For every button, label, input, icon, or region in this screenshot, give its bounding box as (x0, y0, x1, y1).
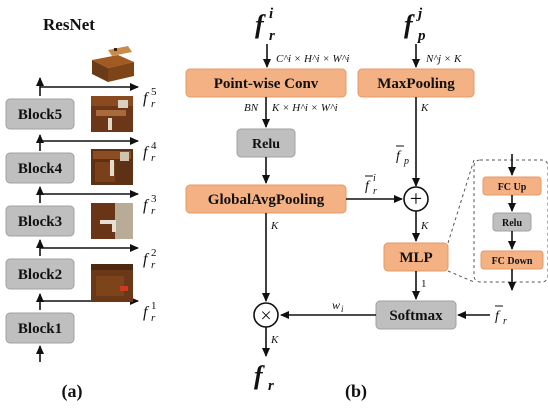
svg-text:×: × (260, 305, 271, 327)
mlp-relu-node: Relu (492, 212, 532, 232)
svg-text:f: f (404, 10, 415, 39)
svg-text:Block2: Block2 (18, 267, 62, 283)
caption-b: (b) (345, 381, 367, 402)
dim-final-out: K (270, 334, 279, 346)
svg-text:MLP: MLP (399, 250, 432, 266)
input-fp-j: f p j (404, 6, 426, 44)
drawer-thumbnail-4 (91, 149, 133, 185)
output-label-3: f r 3 (143, 193, 157, 217)
svg-text:f: f (495, 309, 501, 324)
svg-text:f: f (365, 179, 371, 194)
block2: Block2 (5, 258, 75, 290)
relu-node: Relu (236, 128, 296, 158)
svg-text:3: 3 (151, 193, 157, 205)
svg-text:f: f (255, 10, 266, 39)
svg-text:r: r (151, 205, 156, 217)
svg-text:Block4: Block4 (18, 161, 63, 177)
svg-text:i: i (341, 304, 344, 314)
edge-label-fr-bar: f r (495, 305, 507, 327)
svg-text:i: i (373, 173, 376, 184)
svg-text:r: r (503, 316, 507, 327)
svg-text:f: f (143, 197, 150, 214)
svg-text:p: p (416, 28, 426, 44)
panel-b: f r i f p j C^i × H^i × W^i N^j × K Poin… (185, 6, 548, 402)
svg-text:Block5: Block5 (18, 107, 62, 123)
svg-text:1: 1 (151, 300, 157, 312)
svg-text:f: f (143, 251, 150, 268)
pointwise-conv-node: Point-wise Conv (185, 68, 347, 98)
dim-sum-out: K (420, 220, 429, 232)
caption-a: (a) (62, 381, 83, 402)
svg-text:r: r (151, 152, 156, 164)
svg-text:f: f (143, 90, 150, 107)
global-avg-pooling-node: GlobalAvgPooling (185, 184, 347, 214)
svg-text:r: r (151, 98, 156, 110)
panel-a: ResNet Block5 Block4 Block3 Block2 Block… (5, 15, 157, 402)
svg-text:r: r (151, 312, 156, 324)
svg-text:MaxPooling: MaxPooling (377, 76, 455, 92)
output-label-2: f r 2 (143, 247, 157, 271)
output-fr: f r (254, 361, 274, 394)
output-label-5: f r 5 (143, 86, 157, 110)
dim-mlp-out: 1 (421, 278, 427, 290)
dim-gap-out: K (270, 220, 279, 232)
mlp-node: MLP (383, 242, 449, 272)
dim-bn: BN (244, 102, 259, 114)
svg-text:w: w (332, 298, 340, 312)
svg-text:Point-wise Conv: Point-wise Conv (214, 76, 319, 92)
drawer-thumbnail-5 (91, 96, 133, 132)
svg-text:Relu: Relu (502, 218, 522, 229)
svg-text:Relu: Relu (252, 137, 280, 152)
svg-text:r: r (373, 186, 377, 197)
edge-label-fp-bar: f p (396, 145, 409, 167)
edge-label-weight: w i (332, 298, 344, 314)
block1: Block1 (5, 312, 75, 344)
svg-text:r: r (151, 259, 156, 271)
fc-down-node: FC Down (480, 250, 544, 270)
svg-text:Softmax: Softmax (389, 308, 443, 324)
block5: Block5 (5, 98, 75, 130)
dim-maxpool-out: K (420, 102, 429, 114)
svg-text:Block1: Block1 (18, 321, 62, 337)
svg-text:r: r (269, 28, 275, 44)
svg-text:4: 4 (151, 140, 157, 152)
svg-text:FC Up: FC Up (498, 182, 527, 193)
svg-text:f: f (143, 304, 150, 321)
svg-text:f: f (396, 149, 402, 164)
maxpooling-node: MaxPooling (357, 68, 475, 98)
mlp-detail-panel: FC Up Relu FC Down (447, 154, 548, 291)
block3: Block3 (5, 205, 75, 237)
dim-conv-in: C^i × H^i × W^i (276, 53, 349, 65)
svg-text:5: 5 (151, 86, 157, 98)
output-label-1: f r 1 (143, 300, 157, 324)
resnet-title: ResNet (43, 15, 95, 34)
dim-maxpool-in: N^j × K (425, 53, 462, 65)
svg-text:GlobalAvgPooling: GlobalAvgPooling (208, 192, 325, 208)
drawer-thumbnail-2 (91, 264, 133, 302)
drawer-thumbnail-full (92, 43, 134, 82)
output-label-4: f r 4 (143, 140, 157, 164)
drawer-thumbnail-3 (91, 203, 133, 239)
svg-text:FC Down: FC Down (492, 256, 533, 267)
svg-text:f: f (254, 361, 265, 390)
softmax-node: Softmax (375, 300, 457, 330)
svg-text:Block3: Block3 (18, 214, 62, 230)
edge-label-fr-bar-i: f r i (365, 173, 377, 197)
dim-conv-out: K × H^i × W^i (271, 102, 338, 114)
svg-text:i: i (269, 6, 274, 22)
svg-text:+: + (410, 186, 422, 211)
svg-text:r: r (268, 378, 274, 394)
svg-text:p: p (403, 156, 409, 167)
fc-up-node: FC Up (482, 176, 542, 196)
svg-text:2: 2 (151, 247, 157, 259)
svg-text:f: f (143, 144, 150, 161)
product-node: × (253, 302, 279, 328)
sum-node: + (403, 186, 429, 212)
block4: Block4 (5, 152, 75, 184)
svg-text:j: j (416, 6, 423, 22)
input-fr-i: f r i (255, 6, 275, 44)
